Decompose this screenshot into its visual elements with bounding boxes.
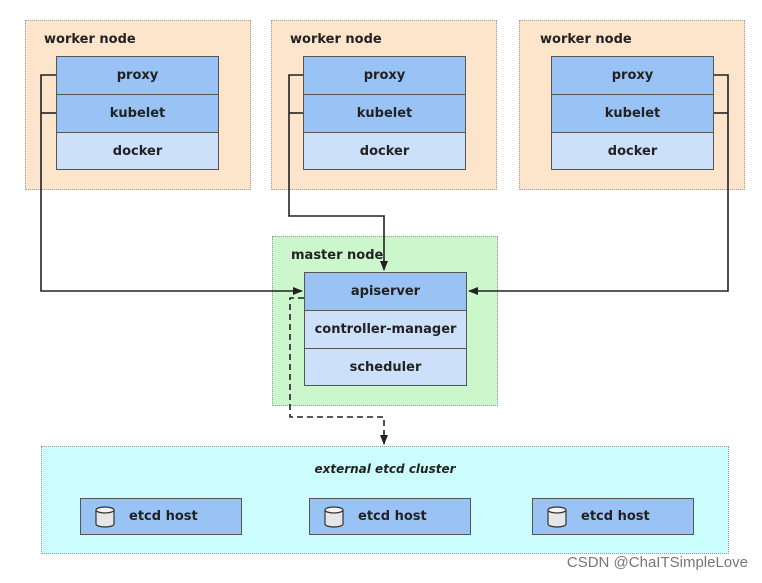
docker-box: docker — [304, 133, 465, 169]
controller-manager-box: controller-manager — [305, 311, 466, 349]
worker-node-title: worker node — [44, 32, 136, 47]
etcd-host-1: etcd host — [80, 498, 242, 535]
master-node-title: master node — [291, 248, 384, 263]
master-stack: apiserver controller-manager scheduler — [304, 272, 467, 386]
proxy-box: proxy — [552, 57, 713, 95]
worker-node-title: worker node — [540, 32, 632, 47]
worker-1-to-apiserver-arrow — [40, 74, 303, 295]
kubelet-box: kubelet — [552, 95, 713, 133]
proxy-box: proxy — [57, 57, 218, 95]
database-cylinder-icon — [324, 506, 344, 528]
proxy-box: proxy — [304, 57, 465, 95]
etcd-host-label: etcd host — [358, 509, 427, 524]
apiserver-to-etcd-dashed-arrow — [289, 297, 388, 445]
watermark: CSDN @ChaITSimpleLove — [566, 554, 748, 571]
etcd-host-2: etcd host — [309, 498, 471, 535]
worker-node-title: worker node — [290, 32, 382, 47]
worker-2-stack: proxy kubelet docker — [303, 56, 466, 170]
etcd-host-label: etcd host — [129, 509, 198, 524]
worker-3-to-apiserver-arrow — [468, 74, 729, 295]
database-cylinder-icon — [547, 506, 567, 528]
etcd-host-3: etcd host — [532, 498, 694, 535]
worker-1-stack: proxy kubelet docker — [56, 56, 219, 170]
external-etcd-cluster: external etcd cluster etcd host etcd hos… — [41, 446, 729, 554]
docker-box: docker — [57, 133, 218, 169]
apiserver-box: apiserver — [305, 273, 466, 311]
database-cylinder-icon — [95, 506, 115, 528]
etcd-host-label: etcd host — [581, 509, 650, 524]
worker-3-stack: proxy kubelet docker — [551, 56, 714, 170]
kubelet-box: kubelet — [304, 95, 465, 133]
docker-box: docker — [552, 133, 713, 169]
worker-2-to-apiserver-arrow — [288, 74, 388, 271]
scheduler-box: scheduler — [305, 349, 466, 385]
etcd-cluster-title: external etcd cluster — [314, 462, 456, 476]
kubelet-box: kubelet — [57, 95, 218, 133]
